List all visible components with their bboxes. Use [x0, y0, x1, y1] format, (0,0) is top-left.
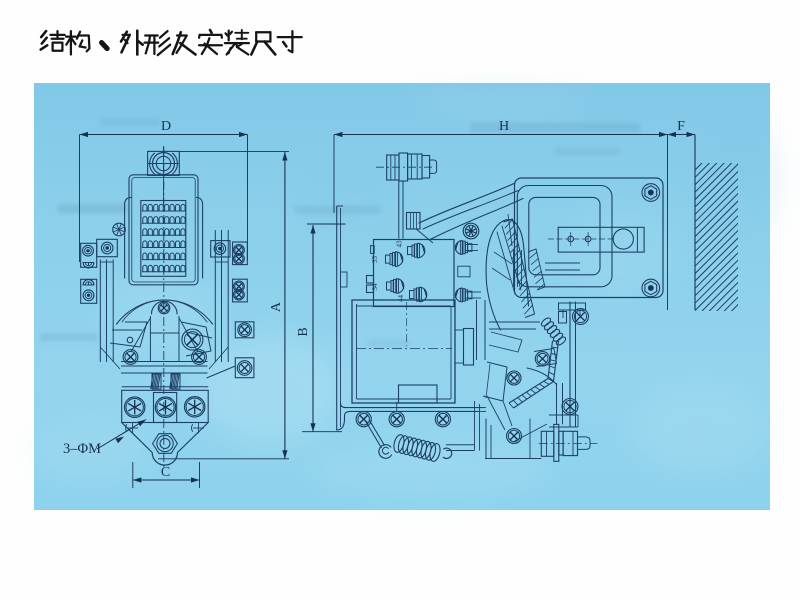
svg-text:F: F [677, 119, 685, 134]
svg-text:3–ΦM: 3–ΦM [63, 441, 101, 457]
svg-text:D: D [161, 119, 171, 134]
svg-text:C: C [161, 465, 170, 480]
svg-text:H: H [499, 119, 509, 134]
svg-text:34: 34 [371, 283, 379, 291]
svg-text:A: A [269, 301, 284, 312]
svg-text:43: 43 [396, 240, 404, 248]
svg-text:44: 44 [397, 295, 405, 303]
svg-text:B: B [296, 327, 311, 336]
svg-text:33: 33 [371, 256, 379, 264]
